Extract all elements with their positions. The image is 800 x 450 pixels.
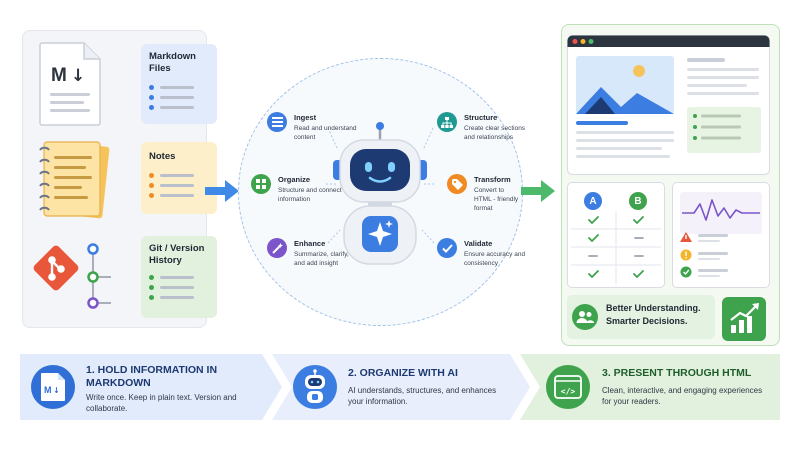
svg-text:↓: ↓ bbox=[53, 386, 60, 395]
banner-1-desc: Write once. Keep in plain text. Version … bbox=[86, 393, 237, 413]
check-icon bbox=[437, 238, 457, 258]
step-desc: Read and understand content bbox=[294, 125, 357, 141]
markdown-card-title: Markdown Files bbox=[149, 51, 196, 74]
growth-chart-icon bbox=[722, 297, 766, 341]
column-a-badge: A bbox=[584, 192, 602, 210]
step-title: Ingest bbox=[294, 113, 317, 122]
step-title: Validate bbox=[464, 239, 493, 248]
step-title: Transform bbox=[474, 175, 511, 184]
wand-icon bbox=[267, 238, 287, 258]
comparison-rows bbox=[571, 212, 661, 284]
step-validate: Validate Ensure accuracy and consistency bbox=[437, 238, 529, 278]
step-title: Organize bbox=[278, 175, 311, 184]
notes-card-title: Notes bbox=[149, 151, 176, 162]
step-desc: Summarize, clarify, and add insight bbox=[294, 251, 349, 267]
list-icon bbox=[267, 112, 287, 132]
markdown-card: Markdown Files bbox=[141, 44, 217, 124]
svg-text:</>: </> bbox=[561, 387, 576, 396]
markdown-file-icon: M ↓ bbox=[41, 373, 65, 401]
banner-2-title: 2. ORGANIZE WITH AI bbox=[348, 367, 458, 379]
step-desc: Create clear sections and relationships bbox=[464, 125, 526, 141]
robot-icon bbox=[305, 369, 325, 403]
banner-2-desc: AI understands, structures, and enhances… bbox=[348, 386, 497, 406]
step-desc: Ensure accuracy and consistency bbox=[464, 251, 526, 267]
banner-1-title: 1. HOLD INFORMATION IN MARKDOWN bbox=[86, 364, 218, 389]
notes-card: Notes bbox=[141, 142, 217, 214]
git-card-title: Git / Version History bbox=[149, 243, 205, 266]
notebook-icon bbox=[39, 141, 110, 219]
code-window-icon: </> bbox=[554, 375, 582, 399]
robot-icon bbox=[333, 122, 427, 265]
banner-html-badge bbox=[546, 365, 590, 409]
process-banner bbox=[20, 354, 780, 420]
step-title: Enhance bbox=[294, 239, 326, 248]
markdown-file-icon: M ↓ bbox=[39, 42, 101, 126]
step-title: Structure bbox=[464, 113, 498, 122]
step-enhance: Enhance Summarize, clarify, and add insi… bbox=[267, 238, 359, 278]
column-b-badge: B bbox=[629, 192, 647, 210]
hierarchy-icon bbox=[437, 112, 457, 132]
step-transform: Transform Convert to HTML - friendly for… bbox=[447, 174, 539, 226]
git-icon bbox=[33, 243, 111, 309]
alert-list bbox=[680, 232, 728, 278]
summary-text: Better Understanding. Smarter Decisions. bbox=[606, 303, 701, 326]
step-structure: Structure Create clear sections and rela… bbox=[437, 112, 529, 152]
step-desc: Structure and connect information bbox=[278, 187, 342, 203]
svg-text:M: M bbox=[51, 65, 67, 86]
sources-panel: M ↓ bbox=[22, 30, 217, 328]
step-desc: Convert to HTML - friendly format bbox=[474, 187, 519, 212]
banner-3-title: 3. PRESENT THROUGH HTML bbox=[602, 367, 752, 379]
waveform-icon bbox=[680, 192, 762, 234]
git-card: Git / Version History bbox=[141, 236, 217, 318]
connector-lines bbox=[326, 127, 435, 244]
arrow-right-icon bbox=[205, 180, 239, 202]
svg-text:M: M bbox=[44, 385, 52, 395]
arrow-right-icon bbox=[521, 180, 555, 202]
tag-icon bbox=[447, 174, 467, 194]
browser-window bbox=[567, 35, 770, 175]
step-ingest: Ingest Read and understand content bbox=[267, 112, 359, 152]
banner-3-desc: Clean, interactive, and engaging experie… bbox=[602, 386, 763, 406]
step-organize: Organize Structure and connect informati… bbox=[251, 174, 343, 214]
users-icon bbox=[572, 304, 598, 330]
svg-text:↓: ↓ bbox=[71, 66, 85, 86]
grid-icon bbox=[251, 174, 271, 194]
